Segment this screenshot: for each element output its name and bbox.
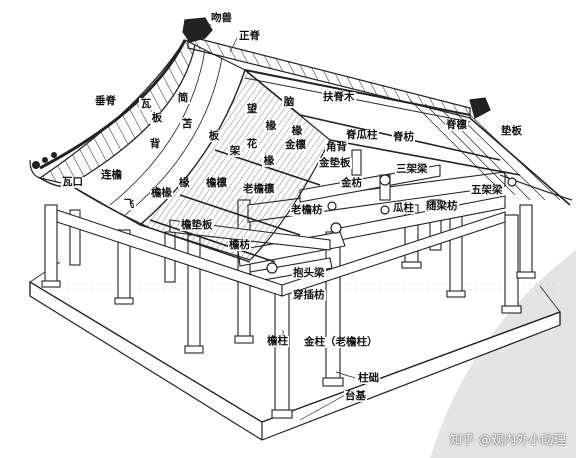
roof-slope bbox=[29, 39, 331, 263]
label-jiaobei: 角背 bbox=[325, 141, 348, 153]
label-sanjialiang: 三架梁 bbox=[395, 163, 429, 175]
label-chuan: 椽 bbox=[178, 177, 191, 189]
purlin-ends bbox=[266, 174, 517, 274]
label-wakou: 瓦口 bbox=[61, 176, 84, 188]
label-yanfang: 檐枋 bbox=[228, 239, 251, 251]
label-chuan-b: 椽 bbox=[290, 125, 304, 137]
label-taiji: 台基 bbox=[344, 390, 367, 402]
label-jiming: 脊檩 bbox=[445, 119, 468, 131]
label-chuanchafang: 穿插枋 bbox=[292, 289, 326, 301]
label-yanchuan: 檐椽 bbox=[150, 187, 173, 199]
label-yandianban: 檐垫板 bbox=[180, 219, 214, 231]
label-chuan-a: 椽 bbox=[262, 155, 276, 167]
label-jinguazhu: 脊瓜柱 bbox=[345, 129, 379, 141]
label-jia: 架 bbox=[228, 145, 242, 157]
label-fujimu: 扶脊木 bbox=[322, 91, 356, 103]
label-wangban-1: 简 bbox=[176, 92, 190, 104]
label-wangban-3: 望 bbox=[245, 103, 259, 115]
label-zhengji: 正脊 bbox=[238, 30, 261, 42]
label-laoyanlin: 老檐檩 bbox=[242, 183, 276, 195]
label-chuiji: 垂脊 bbox=[94, 95, 117, 107]
label-wabei-1: 瓦 bbox=[139, 98, 153, 110]
label-guazhu: 瓜柱 bbox=[392, 202, 415, 214]
label-wabei-2: 板 bbox=[150, 112, 164, 124]
label-jinfang2: 金枋 bbox=[340, 177, 363, 189]
label-baotouliang: 抱头梁 bbox=[292, 267, 326, 279]
label-wenshou: 吻兽 bbox=[210, 12, 233, 24]
label-naochuan-2: 椽 bbox=[264, 120, 278, 132]
label-jinzhu: 金柱（老檐柱） bbox=[303, 336, 379, 348]
label-zhuchu: 柱础 bbox=[357, 372, 380, 384]
label-yanlin-a: 檐檩 bbox=[205, 177, 228, 189]
main-ridge bbox=[182, 17, 491, 119]
label-mianban-1: 苫 bbox=[180, 118, 194, 130]
label-wangban-2: 板 bbox=[207, 130, 221, 142]
watermark-text: 知乎 @观内外小助理 bbox=[449, 432, 566, 447]
label-yanzhu: 檐柱 bbox=[266, 335, 289, 347]
label-jinlin: 金檩 bbox=[284, 139, 307, 151]
watermark-background bbox=[430, 250, 576, 458]
label-suiliangfang: 随梁枋 bbox=[425, 200, 459, 212]
label-jinfang: 脊枋 bbox=[392, 131, 415, 143]
label-dianban: 垫板 bbox=[500, 125, 523, 137]
label-naochuan-1: 脑 bbox=[282, 96, 296, 108]
label-wujialiang: 五架梁 bbox=[470, 184, 504, 196]
label-jindianban: 金垫板 bbox=[318, 157, 352, 169]
label-wabei-3: 背 bbox=[148, 138, 162, 150]
label-huajia-1: 花 bbox=[245, 138, 259, 150]
label-laoyanfang: 老檐枋 bbox=[290, 204, 324, 216]
label-lianyan: 连檐 bbox=[100, 169, 123, 181]
label-fei: 飞 bbox=[122, 198, 136, 210]
